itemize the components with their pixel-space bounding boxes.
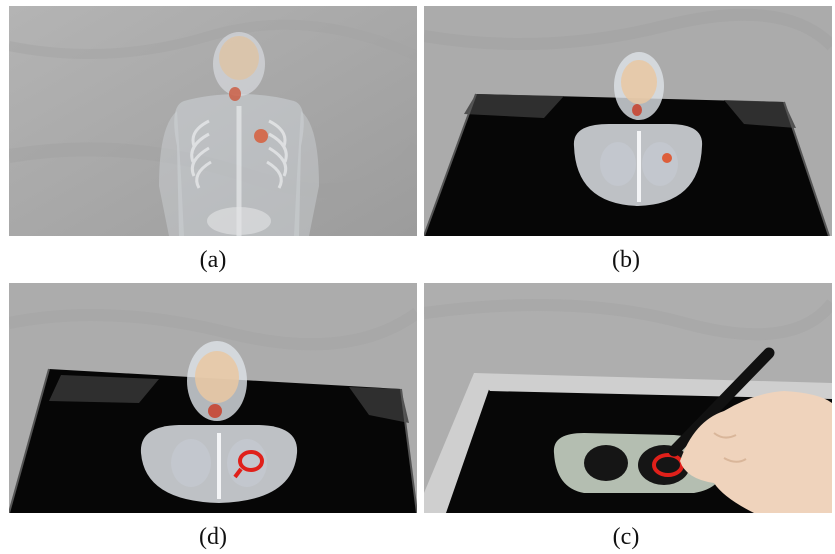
caption-b: (b) (612, 247, 640, 273)
caption-a: (a) (199, 247, 227, 273)
hand-with-pen (668, 347, 832, 513)
caption-d: (d) (199, 524, 227, 550)
panel-d-torso-with-drawing (9, 283, 417, 513)
marker-pen (668, 347, 775, 457)
torso-hologram (573, 52, 703, 206)
caption-c: (c) (612, 524, 640, 550)
body-hologram (159, 32, 319, 236)
panel-b-torso-on-tablet (424, 6, 832, 236)
panel-c-hand-drawing (424, 283, 832, 513)
red-ring-drawing (238, 450, 264, 472)
panel-a-full-body-hologram (9, 6, 417, 236)
tumor-marker (254, 129, 268, 143)
tape-strip-left (424, 373, 494, 513)
tape-strip-top (474, 373, 832, 399)
tumor-marker (662, 153, 672, 163)
torso-hologram (140, 341, 298, 503)
